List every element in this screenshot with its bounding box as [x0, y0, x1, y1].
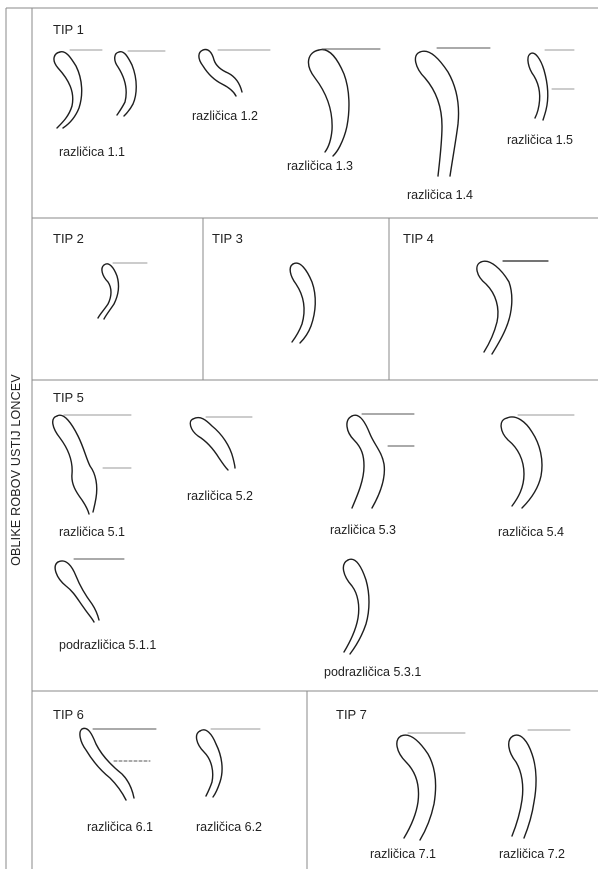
side-label: OBLIKE ROBOV USTIJ LONCEV [4, 360, 28, 580]
rim-profile-6-2 [195, 728, 261, 798]
caption-5-1: različica 5.1 [59, 525, 125, 539]
rim-profile-1-4 [414, 47, 491, 177]
caption-7-2: različica 7.2 [499, 847, 565, 861]
caption-1-1: različica 1.1 [59, 145, 125, 159]
rim-profile-5-3 [346, 413, 415, 509]
tip-4-heading: TIP 4 [403, 231, 434, 246]
caption-6-1: različica 6.1 [87, 820, 153, 834]
rim-profile-2 [97, 262, 148, 320]
rim-profile-1-1b [114, 50, 166, 117]
rim-profile-7-2 [508, 729, 571, 839]
caption-7-1: različica 7.1 [370, 847, 436, 861]
tip-7-heading: TIP 7 [336, 707, 367, 722]
tip-3-heading: TIP 3 [212, 231, 243, 246]
tip-6-heading: TIP 6 [53, 707, 84, 722]
caption-5-3: različica 5.3 [330, 523, 396, 537]
tip-2-heading: TIP 2 [53, 231, 84, 246]
caption-5-1-1: podrazličica 5.1.1 [59, 638, 157, 652]
rim-profile-5-4 [500, 414, 575, 509]
tip-5-heading: TIP 5 [53, 390, 84, 405]
rim-profile-1-1a [53, 49, 103, 129]
rim-profile-5-1-1 [54, 558, 125, 623]
side-label-text: OBLIKE ROBOV USTIJ LONCEV [9, 374, 23, 566]
rim-profile-5-2 [189, 416, 253, 471]
tip-1-heading: TIP 1 [53, 22, 84, 37]
rim-profile-1-3 [307, 48, 381, 157]
caption-1-2: različica 1.2 [192, 109, 258, 123]
rim-profile-7-1 [396, 732, 466, 841]
rim-profile-3 [289, 262, 316, 344]
rim-profile-1-2 [198, 48, 271, 97]
caption-6-2: različica 6.2 [196, 820, 262, 834]
rim-profile-5-3-1 [342, 558, 370, 655]
grid-frame [5, 7, 598, 869]
rim-profile-5-1 [52, 414, 132, 515]
rim-profile-4 [476, 260, 549, 355]
caption-5-3-1: podrazličica 5.3.1 [324, 665, 422, 679]
rim-profile-6-1 [79, 727, 157, 801]
caption-1-5: različica 1.5 [507, 133, 573, 147]
caption-1-4: različica 1.4 [407, 188, 473, 202]
caption-5-4: različica 5.4 [498, 525, 564, 539]
caption-1-3: različica 1.3 [287, 159, 353, 173]
rim-profile-1-5 [527, 49, 575, 121]
caption-5-2: različica 5.2 [187, 489, 253, 503]
